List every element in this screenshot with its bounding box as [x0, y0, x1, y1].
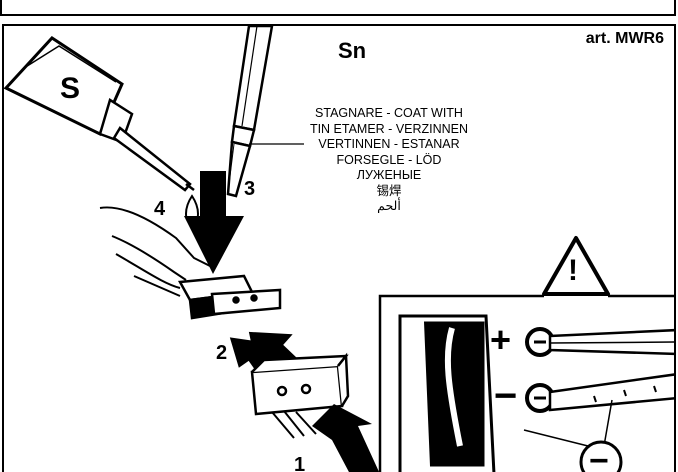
up-arrow-1	[312, 404, 380, 472]
negative-callout-circle	[579, 440, 623, 472]
instruction-line: ألحم	[377, 199, 401, 213]
positive-terminal	[525, 327, 674, 357]
instruction-line: 锡焊	[376, 183, 402, 198]
step-label-1: 1	[294, 454, 306, 472]
female-connector	[250, 352, 350, 439]
step-label-2: 2	[216, 342, 228, 364]
positive-sign: +	[490, 319, 512, 360]
step-label-4: 4	[154, 198, 166, 220]
flat-terminal	[177, 274, 282, 320]
negative-callout-lines	[523, 399, 613, 447]
diagram-drawing	[4, 26, 674, 472]
instruction-line: TIN ETAMER - VERZINNEN	[309, 121, 469, 136]
tinning-instructions: STAGNARE - COAT WITH TIN ETAMER - VERZIN…	[260, 106, 518, 215]
solder-tube-letter: S	[60, 72, 81, 105]
instruction-line: ЛУЖЕНЫЕ	[356, 168, 422, 182]
top-strip	[0, 0, 676, 16]
down-arrow	[184, 171, 244, 274]
warning-exclamation: !	[568, 254, 578, 287]
element-symbol: Sn	[338, 38, 367, 63]
negative-terminal	[525, 373, 674, 413]
instruction-line: FORSEGLE - LÖD	[336, 152, 442, 167]
warning-panel	[378, 294, 674, 472]
negative-callout-sign: −	[589, 442, 609, 472]
diagram-frame: art. MWR6 Sn S STAGNARE - COAT WITH TIN …	[2, 24, 676, 472]
warning-triangle	[542, 236, 610, 296]
instruction-line: VERTINNEN - ESTANAR	[318, 137, 460, 151]
step-label-3: 3	[244, 178, 256, 200]
article-code: art. MWR6	[585, 30, 664, 47]
instruction-line: STAGNARE - COAT WITH	[315, 106, 463, 120]
solder-tube	[4, 36, 195, 192]
negative-sign: −	[494, 374, 518, 418]
soldering-iron	[226, 26, 274, 198]
hand	[99, 206, 211, 297]
